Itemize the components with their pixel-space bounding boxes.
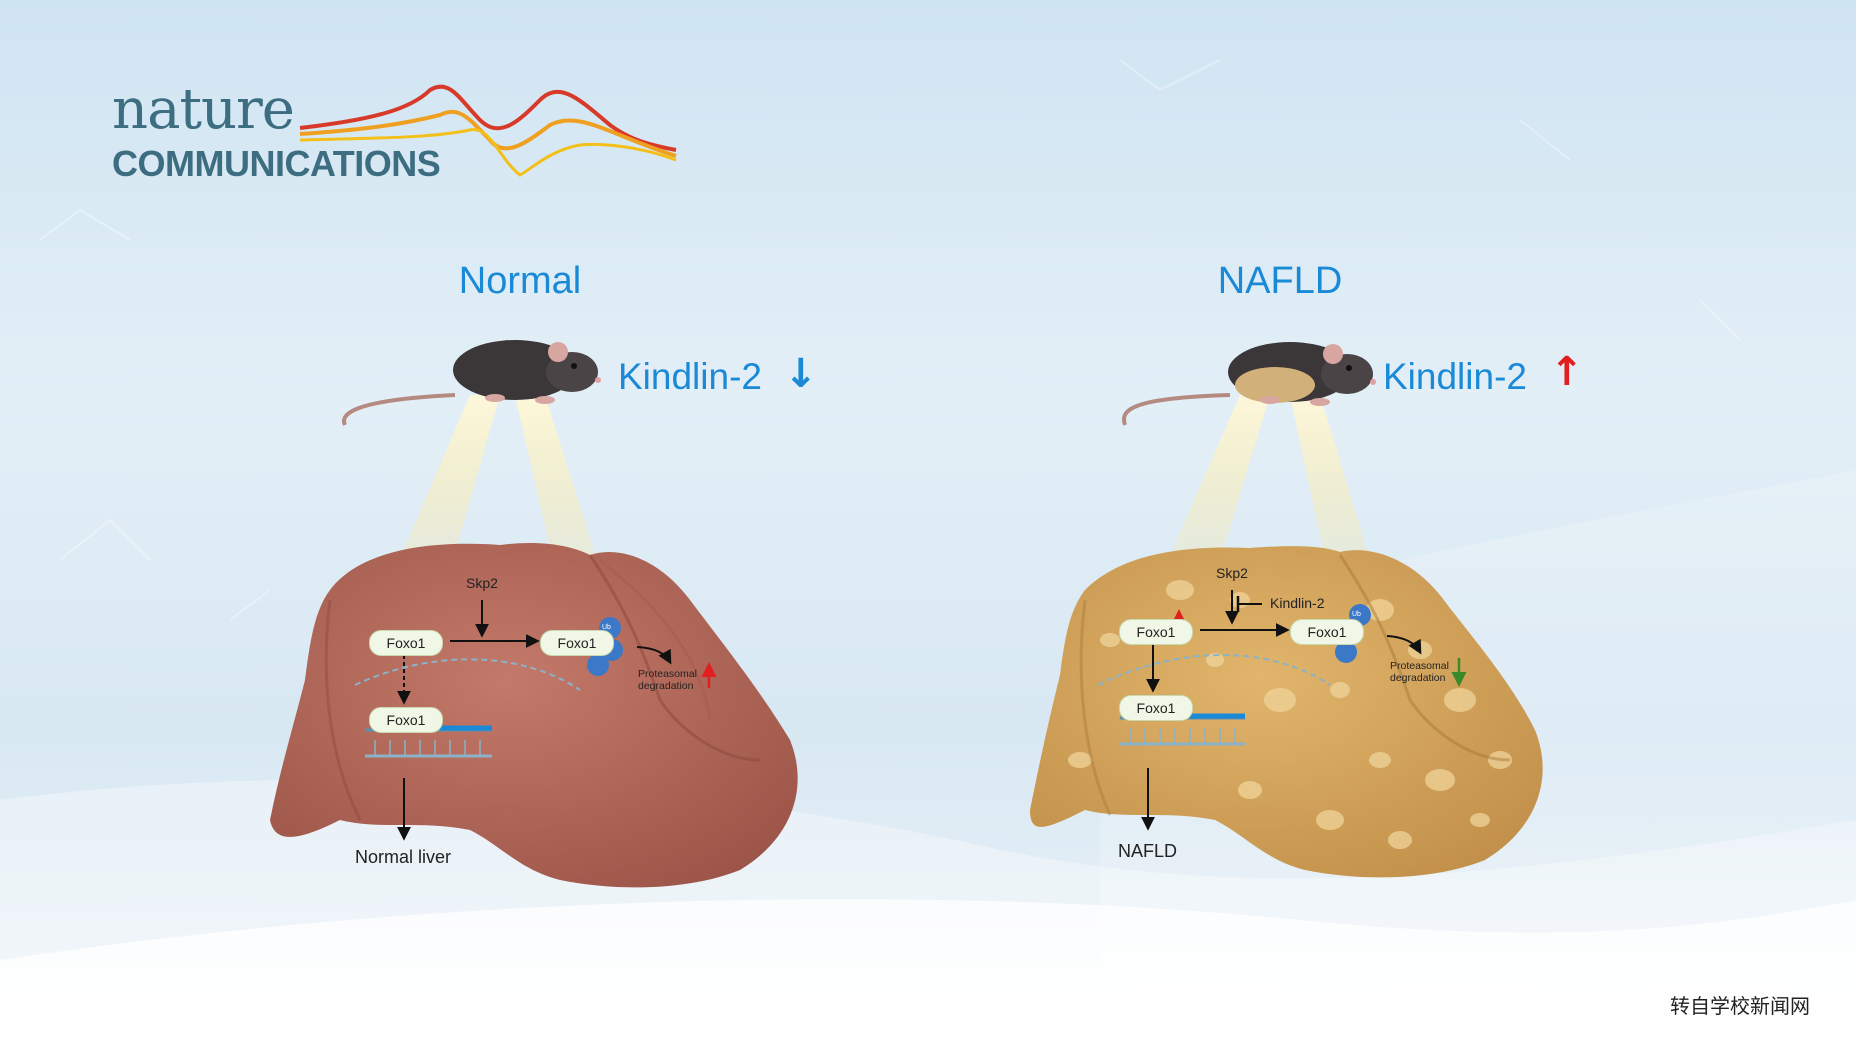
panel-title-nafld: NAFLD [1217,260,1343,302]
kindlin-label-nafld: Kindlin-2 [1383,356,1527,397]
kindlin-inhibitor-label-nafld: Kindlin-2 [1270,595,1325,611]
outcome-label-nafld: NAFLD [1118,841,1178,861]
ub-label: Ub [1352,611,1361,618]
mouse-icon [342,340,601,426]
skp2-label-normal: Skp2 [466,575,498,591]
normal-panel [270,340,798,888]
logo-waves-icon [299,84,677,177]
journal-logo: nature COMMUNICATIONS [110,80,690,190]
foxo1-pill-nafld-nucleus: Foxo1 [1119,695,1193,721]
kindlin-down-arrow-icon: ↓ [784,351,818,397]
light-beam-icon [1290,395,1370,560]
foxo1-pill-normal-cytoplasm: Foxo1 [369,630,443,656]
kindlin-up-arrow-icon: ↑ [1550,349,1584,395]
logo-nature-text: nature [112,77,295,142]
panel-title-normal: Normal [458,260,582,302]
proteasomal-degradation-label-nafld: Proteasomal degradation [1390,660,1449,685]
foxo1-pill-nafld-cytoplasm: Foxo1 [1119,619,1193,645]
light-beam-icon [515,395,600,570]
outcome-label-normal: Normal liver [355,847,452,867]
proteasomal-degradation-label-normal: Proteasomal degradation [638,668,697,693]
skp2-label-nafld: Skp2 [1216,565,1248,581]
source-credit: 转自学校新闻网 [1670,994,1810,1018]
logo-communications-text: COMMUNICATIONS [112,143,441,184]
foxo1-pill-nafld-ubiquitinated: Foxo1 [1290,619,1364,645]
ub-label: Ub [602,624,611,631]
foxo1-pill-normal-ubiquitinated: Foxo1 [540,630,614,656]
kindlin-label-normal: Kindlin-2 [618,356,762,397]
foxo1-pill-normal-nucleus: Foxo1 [369,707,443,733]
light-beam-icon [1168,395,1270,560]
liver-icon [270,543,798,888]
light-beam-icon [395,395,500,570]
mouse-icon [1122,342,1376,426]
